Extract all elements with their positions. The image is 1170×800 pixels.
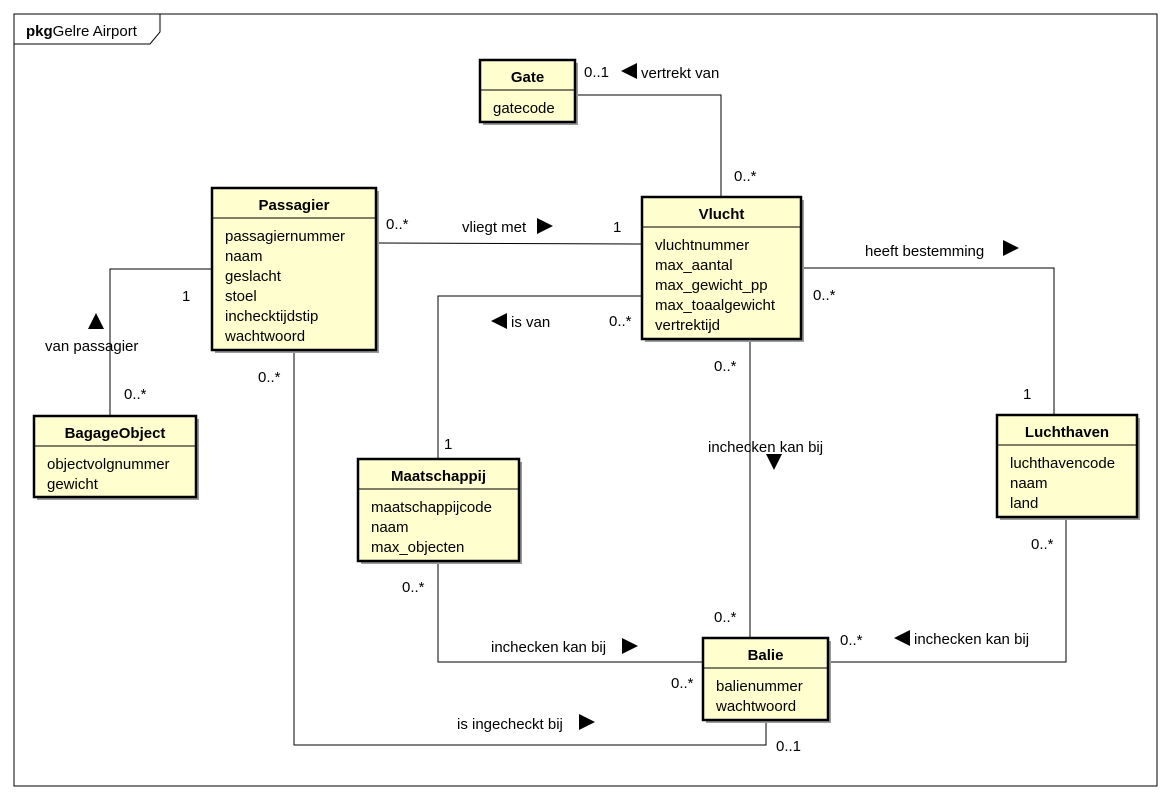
mult-balie-luchthaven: 0..* — [840, 632, 863, 649]
direction-arrows — [88, 63, 1019, 730]
mult-vlucht-balie: 0..* — [714, 358, 737, 375]
class-title: Vlucht — [699, 206, 745, 223]
arrow-down-icon — [766, 454, 782, 470]
class-balie[interactable]: Balie balienummer wachtwoord — [701, 636, 831, 723]
package-name: Gelre Airport — [53, 23, 138, 40]
assoc-label-inchecken-vlucht: inchecken kan bij — [708, 439, 823, 456]
class-box — [32, 414, 198, 499]
class-attribute: geslacht — [225, 268, 282, 285]
package-title: pkgGelre Airport — [26, 23, 138, 40]
assoc-label-van-passagier: van passagier — [45, 338, 138, 355]
assoc-label-is-ingecheckt-bij: is ingecheckt bij — [457, 716, 563, 733]
assoc-label-vliegt-met: vliegt met — [462, 219, 527, 236]
association-lines — [109, 94, 1067, 746]
mult-passagier-vlucht: 0..* — [386, 216, 409, 233]
class-title: Maatschappij — [391, 468, 486, 485]
class-attribute: luchthavencode — [1010, 455, 1115, 472]
class-attribute: balienummer — [716, 678, 803, 695]
class-title: Luchthaven — [1025, 424, 1109, 441]
class-title: Balie — [748, 647, 784, 664]
class-attribute: inchecktijdstip — [225, 308, 318, 325]
mult-bagage: 0..* — [124, 386, 147, 403]
arrow-left-icon — [621, 63, 637, 79]
package-keyword: pkg — [26, 23, 53, 40]
class-title: Gate — [511, 69, 544, 86]
class-attribute: passagiernummer — [225, 228, 345, 245]
mult-vlucht-maatschappij: 0..* — [609, 313, 632, 330]
line-gate-vlucht — [576, 94, 722, 197]
class-attribute: vluchtnummer — [655, 237, 749, 254]
class-attribute: max_objecten — [371, 539, 464, 556]
line-passagier-bagage — [109, 268, 211, 416]
mult-vlucht-gate: 0..* — [734, 168, 757, 185]
assoc-label-heeft-bestemming: heeft bestemming — [865, 243, 984, 260]
arrow-right-icon — [622, 638, 638, 654]
class-attribute: wachtwoord — [715, 698, 796, 715]
line-vlucht-luchthaven — [802, 267, 1055, 415]
package-frame: pkgGelre Airport — [13, 13, 1158, 787]
mult-luchthaven-balie: 0..* — [1031, 536, 1054, 553]
assoc-label-vertrekt-van: vertrekt van — [641, 65, 719, 82]
arrow-left-icon — [894, 630, 910, 646]
mult-vlucht-passagier: 1 — [613, 219, 621, 236]
assoc-label-inchecken-maatschappij: inchecken kan bij — [491, 639, 606, 656]
association-labels: vertrekt van vliegt met van passagier he… — [45, 65, 1029, 733]
class-attribute: objectvolgnummer — [47, 456, 170, 473]
class-passagier[interactable]: Passagier passagiernummer naam geslacht stoe… — [210, 186, 379, 353]
class-attribute: gewicht — [47, 476, 99, 493]
mult-maatschappij-balie: 0..* — [402, 579, 425, 596]
arrow-left-icon — [491, 313, 507, 329]
class-title: BagageObject — [65, 425, 166, 442]
class-title: Passagier — [259, 197, 330, 214]
mult-balie-vlucht: 0..* — [714, 609, 737, 626]
class-attribute: naam — [1010, 475, 1048, 492]
line-luchthaven-balie — [829, 518, 1067, 663]
mult-passagier-bagage: 1 — [182, 288, 190, 305]
class-attribute: naam — [371, 519, 409, 536]
class-gate[interactable]: Gate gatecode — [478, 58, 578, 125]
class-attribute: gatecode — [493, 100, 555, 117]
class-box — [356, 457, 521, 563]
class-attribute: max_gewicht_pp — [655, 277, 768, 294]
class-attribute: vertrektijd — [655, 317, 720, 334]
class-box — [478, 58, 577, 124]
mult-gate: 0..1 — [584, 64, 609, 81]
arrow-right-icon — [579, 714, 595, 730]
arrow-right-icon — [1003, 240, 1019, 256]
line-passagier-balie — [293, 351, 767, 746]
mult-balie-passagier: 0..1 — [776, 738, 801, 755]
line-maatschappij-balie — [437, 562, 703, 663]
multiplicities: 0..1 0..* 0..* 1 1 0..* 0..* 1 0..* 1 0.… — [124, 64, 1054, 755]
class-attribute: stoel — [225, 288, 257, 305]
arrow-right-icon — [537, 218, 553, 234]
class-attribute: wachtwoord — [224, 328, 305, 345]
class-attribute: naam — [225, 248, 263, 265]
class-attribute: maatschappijcode — [371, 499, 492, 516]
mult-luchthaven-vlucht: 1 — [1023, 386, 1031, 403]
class-attribute: max_toaalgewicht — [655, 297, 776, 314]
class-luchthaven[interactable]: Luchthaven luchthavencode naam land — [995, 413, 1140, 520]
mult-balie-maatschappij: 0..* — [671, 675, 694, 692]
class-box — [995, 413, 1139, 519]
mult-passagier-balie: 0..* — [258, 369, 281, 386]
class-attribute: land — [1010, 495, 1038, 512]
class-box — [701, 636, 830, 722]
class-box — [640, 195, 803, 341]
class-bagageobject[interactable]: BagageObject objectvolgnummer gewicht — [32, 414, 199, 500]
class-vlucht[interactable]: Vlucht vluchtnummer max_aantal max_gewicht_… — [640, 195, 804, 342]
class-attribute: max_aantal — [655, 257, 733, 274]
line-passagier-vlucht — [376, 242, 642, 245]
arrow-up-icon — [88, 313, 104, 329]
line-vlucht-maatschappij — [437, 295, 641, 458]
assoc-label-inchecken-luchthaven: inchecken kan bij — [914, 631, 1029, 648]
class-box — [210, 186, 378, 352]
mult-vlucht-luchthaven: 0..* — [813, 287, 836, 304]
assoc-label-is-van: is van — [511, 314, 550, 331]
class-maatschappij[interactable]: Maatschappij maatschappijcode naam max_obje… — [356, 457, 522, 564]
mult-maatschappij-vlucht: 1 — [444, 436, 452, 453]
